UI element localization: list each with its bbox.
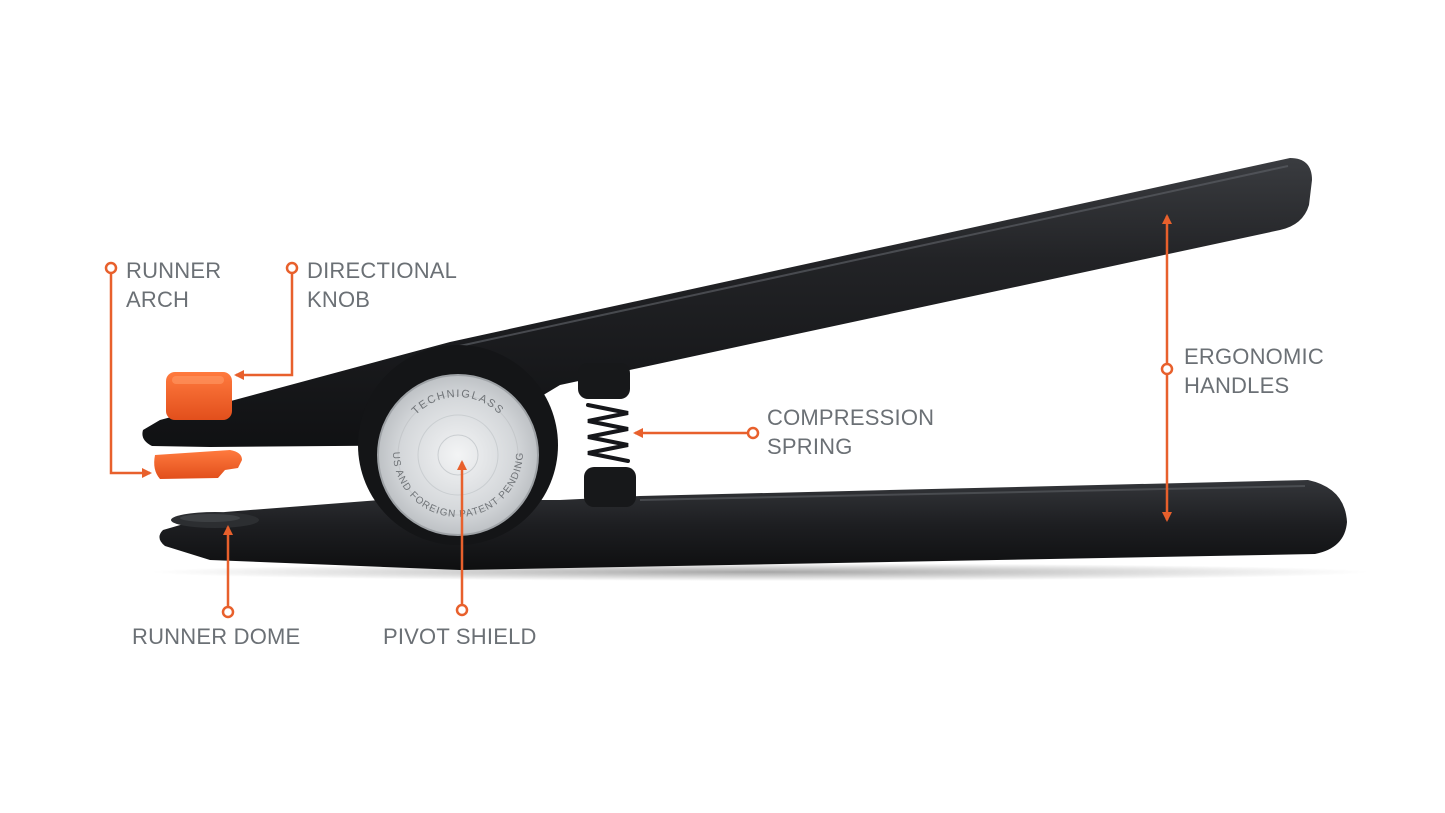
directional-knob-label-line-2: KNOB — [307, 287, 371, 312]
spring-bottom-post — [584, 467, 636, 507]
lower-handle — [159, 480, 1347, 570]
runner-arch-shape — [154, 450, 242, 479]
directional-knob-marker — [285, 261, 299, 275]
runner-arch-label-line-1: RUNNER — [126, 258, 222, 283]
pivot-shield-disc — [377, 374, 539, 536]
pivot-shield-marker — [455, 603, 469, 617]
ergonomic-handles-label: ERGONOMIC HANDLES — [1184, 342, 1324, 400]
runner-arch-callout — [109, 273, 152, 478]
lower-handle-highlight — [639, 485, 1306, 501]
runner-dome-marker — [221, 605, 235, 619]
compression-spring-label-line-1: COMPRESSION — [767, 405, 935, 430]
ground-shadow — [150, 563, 1370, 581]
runner-arch-label: RUNNER ARCH — [126, 256, 221, 314]
directional-knob-callout — [234, 273, 294, 380]
spring-top-post — [578, 363, 630, 399]
compression-spring-label: COMPRESSION SPRING — [767, 403, 934, 461]
compression-spring-label-line-2: SPRING — [767, 434, 853, 459]
spring-coil — [586, 403, 630, 463]
ergonomic-handles-label-line-2: HANDLES — [1184, 373, 1290, 398]
runner-arch-marker — [104, 261, 118, 275]
runner-arch-label-line-2: ARCH — [126, 287, 190, 312]
runner-dome-label: RUNNER DOME — [132, 624, 301, 649]
compression-spring-marker — [746, 426, 760, 440]
pivot-shield-label: PIVOT SHIELD — [383, 624, 537, 649]
upper-handle-highlight — [454, 165, 1289, 348]
ergonomic-handles-marker — [1160, 362, 1174, 376]
directional-knob-label: DIRECTIONAL KNOB — [307, 256, 457, 314]
ergonomic-handles-label-line-1: ERGONOMIC — [1184, 344, 1324, 369]
directional-knob-label-line-1: DIRECTIONAL — [307, 258, 458, 283]
